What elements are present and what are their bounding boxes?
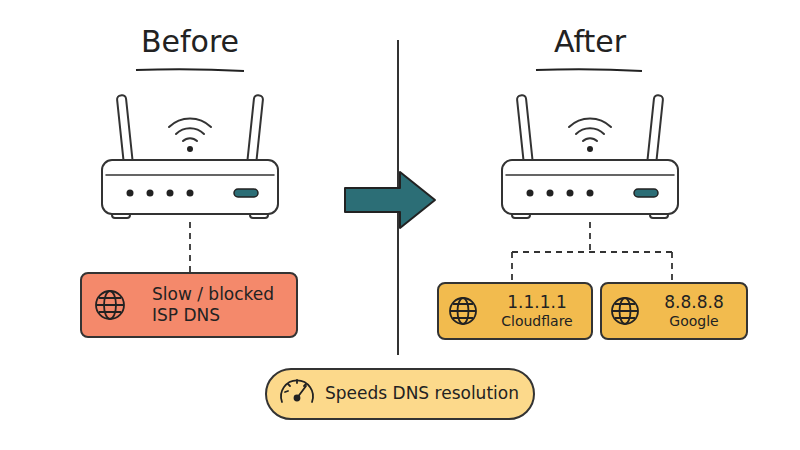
heading-underline	[536, 69, 642, 71]
router-icon	[102, 95, 278, 218]
text-stack: Slow / blocked ISP DNS	[152, 284, 294, 327]
transition-arrow	[345, 172, 435, 228]
leader-line	[189, 222, 191, 272]
section-heading: Before	[141, 24, 239, 59]
dns-box: 8.8.8.8Google	[600, 282, 748, 340]
gauge-icon	[281, 380, 313, 402]
box-text: Slow / blocked ISP DNS	[152, 284, 294, 327]
router-icon	[502, 95, 678, 218]
dns-box: Slow / blocked ISP DNS	[80, 272, 298, 338]
dns-box: 1.1.1.1Cloudflare	[437, 282, 593, 340]
text-stack: 8.8.8.8Google	[642, 292, 746, 331]
box-text: 8.8.8.8	[642, 292, 746, 313]
globe-icon	[96, 291, 124, 319]
box-text: Speeds DNS resolution	[325, 383, 530, 404]
globe-icon	[450, 298, 476, 324]
text-stack: Speeds DNS resolution	[325, 383, 530, 404]
text-stack: 1.1.1.1Cloudflare	[483, 292, 591, 331]
note-pill: Speeds DNS resolution	[265, 368, 535, 420]
box-subtext: Google	[642, 313, 746, 331]
section-heading: After	[554, 24, 626, 59]
globe-icon	[612, 298, 638, 324]
leader-line	[512, 222, 672, 282]
heading-underline	[136, 69, 244, 71]
box-text: 1.1.1.1	[483, 292, 591, 313]
box-subtext: Cloudflare	[483, 313, 591, 331]
